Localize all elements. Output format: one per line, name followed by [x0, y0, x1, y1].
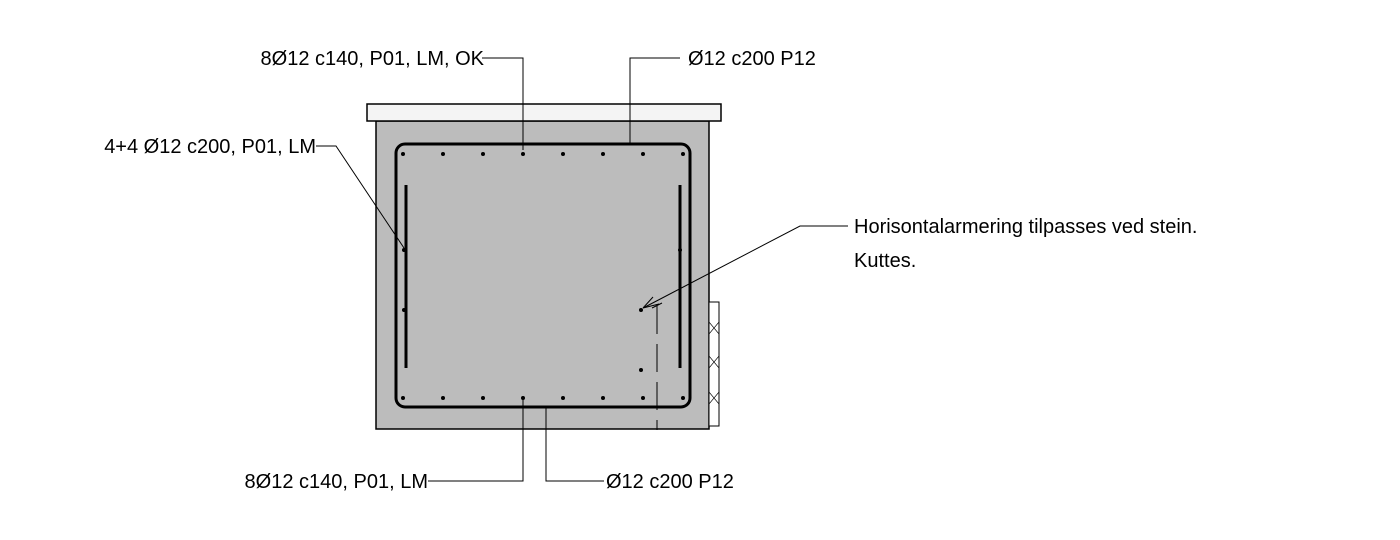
label-top-stirrup: Ø12 c200 P12	[688, 48, 816, 70]
cut-line-tick	[651, 302, 663, 309]
leader-lines	[316, 57, 848, 482]
stirrup	[394, 142, 692, 409]
concrete-section	[375, 120, 710, 430]
cap-slab	[366, 103, 722, 122]
note-arrowhead	[642, 296, 660, 309]
label-note-line1: Horisontalarmering tilpasses ved stein.	[854, 216, 1198, 238]
label-side-longitudinal: 4+4 Ø12 c200, P01, LM	[104, 136, 316, 158]
side-bar-dots	[402, 248, 682, 372]
label-bottom-longitudinal: 8Ø12 c140, P01, LM	[245, 471, 428, 493]
stone-element	[708, 301, 720, 427]
label-bottom-stirrup: Ø12 c200 P12	[606, 471, 734, 493]
top-bar-dots	[401, 152, 685, 156]
label-top-longitudinal: 8Ø12 c140, P01, LM, OK	[261, 48, 485, 70]
label-note-line2: Kuttes.	[854, 250, 916, 272]
